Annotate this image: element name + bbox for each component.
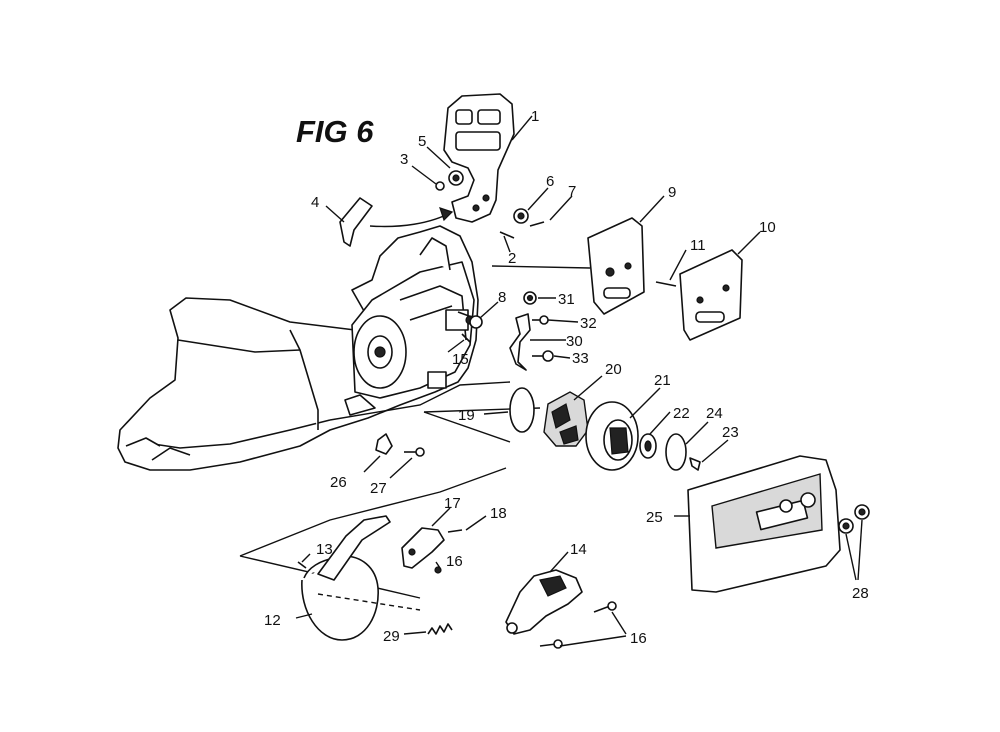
- callout-6: 6: [546, 173, 554, 190]
- figure-title: FIG 6: [296, 114, 374, 149]
- part-9-plate: [587, 217, 645, 315]
- callout-19: 19: [458, 407, 475, 424]
- callout-1: 1: [531, 108, 539, 125]
- part-31-nut: [523, 291, 537, 305]
- callout-28: 28: [852, 585, 869, 602]
- part-22-bearing: [639, 433, 657, 459]
- part-7-screw: [529, 221, 545, 227]
- callout-8: 8: [498, 289, 506, 306]
- callout-14: 14: [570, 541, 587, 558]
- part-3-washer: [435, 181, 445, 191]
- callout-5: 5: [418, 133, 426, 150]
- callout-20: 20: [605, 361, 622, 378]
- part-15-pin: [461, 333, 471, 343]
- part-18-pin: [447, 529, 463, 533]
- callout-7: 7: [568, 183, 576, 200]
- callout-2: 2: [508, 250, 516, 267]
- callout-27: 27: [370, 480, 387, 497]
- arrow-4-to-guard: [369, 211, 453, 228]
- part-4-spring-clip: [339, 197, 373, 247]
- part-16-screws-b: [539, 601, 617, 649]
- callout-labels: 1 2 3 4 5 6 7 8 9 10 11 12 13 14 15 16 1…: [264, 108, 869, 647]
- part-28-nuts: [838, 504, 870, 534]
- outline-step-bottom: [423, 411, 511, 443]
- part-13-pin: [297, 561, 307, 569]
- part-23-clip: [689, 457, 701, 471]
- outline-ridge: [329, 381, 511, 421]
- saw-body: [117, 225, 479, 471]
- callout-3: 3: [400, 151, 408, 168]
- callout-24: 24: [706, 405, 723, 422]
- part-8-adjuster: [457, 311, 483, 329]
- part-29-spring: [427, 623, 453, 635]
- part-33-screw: [532, 350, 554, 362]
- callout-31: 31: [558, 291, 575, 308]
- part-11-screw: [655, 281, 677, 287]
- part-2-screw: [499, 231, 515, 239]
- part-14-brake-lever: [505, 569, 583, 635]
- arrow-head: [439, 207, 454, 222]
- callout-17: 17: [444, 495, 461, 512]
- part-24-washer: [665, 433, 687, 471]
- callout-25: 25: [646, 509, 663, 526]
- leader-lines: [295, 115, 863, 647]
- callout-12: 12: [264, 612, 281, 629]
- part-27-screw: [404, 447, 425, 457]
- callout-21: 21: [654, 372, 671, 389]
- part-12-brake-band: [301, 515, 391, 641]
- callout-13: 13: [316, 541, 333, 558]
- part-5-nut: [448, 170, 464, 186]
- part-20-clutch: [543, 391, 589, 447]
- callout-11: 11: [690, 237, 706, 254]
- callout-16-upper: 16: [446, 553, 463, 570]
- callout-23: 23: [722, 424, 739, 441]
- part-16-screw-a: [434, 566, 442, 574]
- part-6-nut: [513, 208, 529, 224]
- callout-16-lower: 16: [630, 630, 647, 647]
- callout-22: 22: [673, 405, 690, 422]
- callout-32: 32: [580, 315, 597, 332]
- callout-18: 18: [490, 505, 507, 522]
- part-21-clutch-drum: [585, 401, 639, 471]
- callout-33: 33: [572, 350, 589, 367]
- callout-4: 4: [311, 194, 319, 211]
- callout-10: 10: [759, 219, 776, 236]
- callout-29: 29: [383, 628, 400, 645]
- outline-to-plate: [491, 265, 591, 269]
- callout-9: 9: [668, 184, 676, 201]
- callout-26: 26: [330, 474, 347, 491]
- part-19-washer: [509, 387, 535, 433]
- callout-15: 15: [452, 351, 469, 368]
- part-25-clutch-cover: [687, 455, 841, 593]
- group-frame-top: [239, 467, 507, 557]
- part-17-brake-lever: [401, 527, 445, 569]
- part-1-hand-guard: [443, 93, 515, 223]
- callout-30: 30: [566, 333, 583, 350]
- part-10-plate: [679, 249, 743, 341]
- part-30-bracket: [509, 313, 531, 371]
- part-26-bracket: [375, 433, 393, 455]
- part-32-screw: [532, 315, 549, 325]
